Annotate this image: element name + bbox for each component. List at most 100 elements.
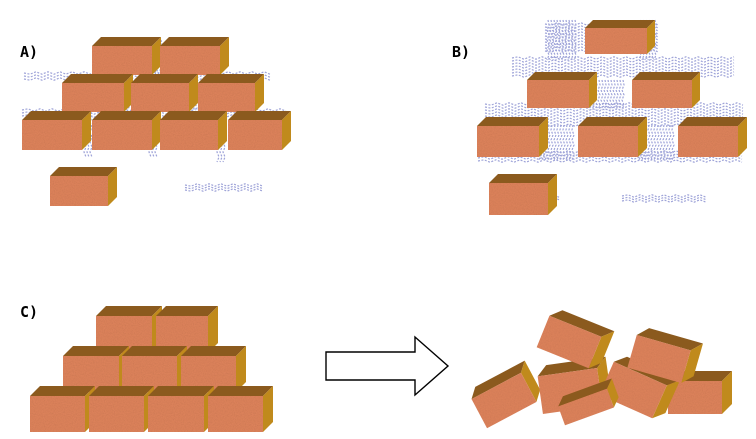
mortar-line	[23, 77, 271, 81]
mortar-line	[562, 124, 566, 161]
brick-top-face	[160, 111, 227, 120]
brick-a-top-1	[92, 37, 161, 75]
mortar-line	[650, 124, 654, 161]
brick-side-face	[108, 167, 117, 206]
brick-c-mid-3	[181, 346, 246, 392]
mortar-line	[549, 19, 553, 61]
brick-side-face	[652, 380, 681, 419]
brick-top-face	[471, 360, 525, 400]
mortar-line	[553, 124, 557, 161]
mortar-line	[571, 124, 575, 161]
brick-front-face	[477, 126, 539, 157]
brick-c-mid-2	[122, 346, 187, 392]
brick-c-bot-4	[208, 386, 273, 432]
brick-top-face	[578, 117, 647, 126]
mortar-line	[511, 65, 735, 69]
brick-front-face	[578, 126, 638, 157]
brick-b-bot-1	[477, 117, 548, 157]
mortar-line	[665, 124, 669, 161]
brick-a-mid-1	[62, 74, 133, 112]
brick-front-face	[92, 120, 152, 150]
brick-front-face	[558, 388, 614, 426]
brick-top-face	[50, 167, 117, 176]
mortar-line	[564, 19, 568, 61]
panel-b-label: B)	[452, 43, 470, 61]
brick-front-face	[148, 396, 204, 432]
brick-b-bot-3	[678, 117, 747, 157]
panel-c-label: C)	[20, 303, 38, 321]
mortar-line	[23, 74, 271, 78]
mortar-line	[484, 108, 744, 112]
brick-front-face	[228, 120, 282, 150]
brick-front-face	[627, 334, 691, 384]
mortar-line	[621, 194, 707, 198]
brick-side-face	[220, 37, 229, 75]
brick-front-face	[50, 176, 108, 206]
brick-front-face	[471, 372, 537, 429]
brick-top-face	[228, 111, 291, 120]
mortar-line	[621, 199, 707, 203]
mortar-line	[656, 124, 660, 161]
brick-top-face	[181, 346, 246, 356]
brick-top-face	[92, 111, 161, 120]
mortar-line	[662, 124, 666, 161]
brick-a-bot-1	[22, 111, 91, 150]
brick-a-top-2	[160, 37, 229, 75]
brick-side-face	[548, 174, 557, 215]
brick-side-face	[588, 331, 615, 369]
brick-a-bot-2	[92, 111, 161, 150]
brick-a-loose	[50, 167, 117, 206]
mortar-line	[621, 196, 707, 201]
brick-top-face	[62, 74, 133, 83]
brick-top-face	[489, 174, 557, 183]
mortar-line	[659, 124, 663, 161]
mortar-line	[597, 79, 601, 111]
brick-top-face	[30, 386, 95, 396]
brick-top-face	[585, 20, 655, 28]
brick-b-mid-2	[632, 72, 700, 108]
mortar-joint	[546, 19, 577, 61]
brick-side-face	[589, 72, 597, 108]
brick-top-face	[198, 74, 264, 83]
brick-b-bot-2	[578, 117, 647, 157]
brick-front-face	[131, 83, 189, 112]
mortar-line	[606, 79, 610, 111]
brick-top-face	[678, 117, 747, 126]
brick-a-bot-4	[228, 111, 291, 150]
mortar-line	[561, 19, 565, 61]
brick-top-face	[156, 306, 218, 316]
mortar-line	[653, 124, 657, 161]
brick-side-face	[282, 111, 291, 150]
brick-front-face	[198, 83, 255, 112]
mortar-line	[621, 79, 625, 111]
mortar-line	[547, 124, 551, 161]
brick-top-face	[549, 310, 615, 337]
mortar-line	[477, 159, 743, 163]
right-arrow-icon	[325, 335, 450, 397]
brick-side-face	[152, 111, 161, 150]
mortar-line	[511, 62, 735, 66]
mortar-line	[559, 124, 563, 161]
brick-top-face	[89, 386, 154, 396]
mortar-line	[668, 124, 672, 161]
brick-front-face	[678, 126, 738, 157]
brick-side-face	[208, 306, 218, 353]
mortar-line	[568, 124, 572, 161]
brick-b-top	[585, 20, 655, 54]
brick-top-face	[92, 37, 161, 46]
mortar-line	[570, 19, 574, 61]
brick-top-face	[527, 72, 597, 80]
brick-top-face	[96, 306, 162, 316]
mortar-line	[484, 111, 744, 115]
mortar-band	[511, 56, 735, 78]
brick-side-face	[681, 343, 703, 384]
brick-c-bot-1	[30, 386, 95, 432]
brick-front-face	[599, 361, 667, 419]
brick-side-face	[692, 72, 700, 108]
brick-front-face	[489, 183, 548, 215]
brick-top-face	[22, 111, 91, 120]
mortar-line	[555, 19, 559, 61]
brick-side-face	[738, 117, 747, 157]
mortar-line	[565, 124, 569, 161]
